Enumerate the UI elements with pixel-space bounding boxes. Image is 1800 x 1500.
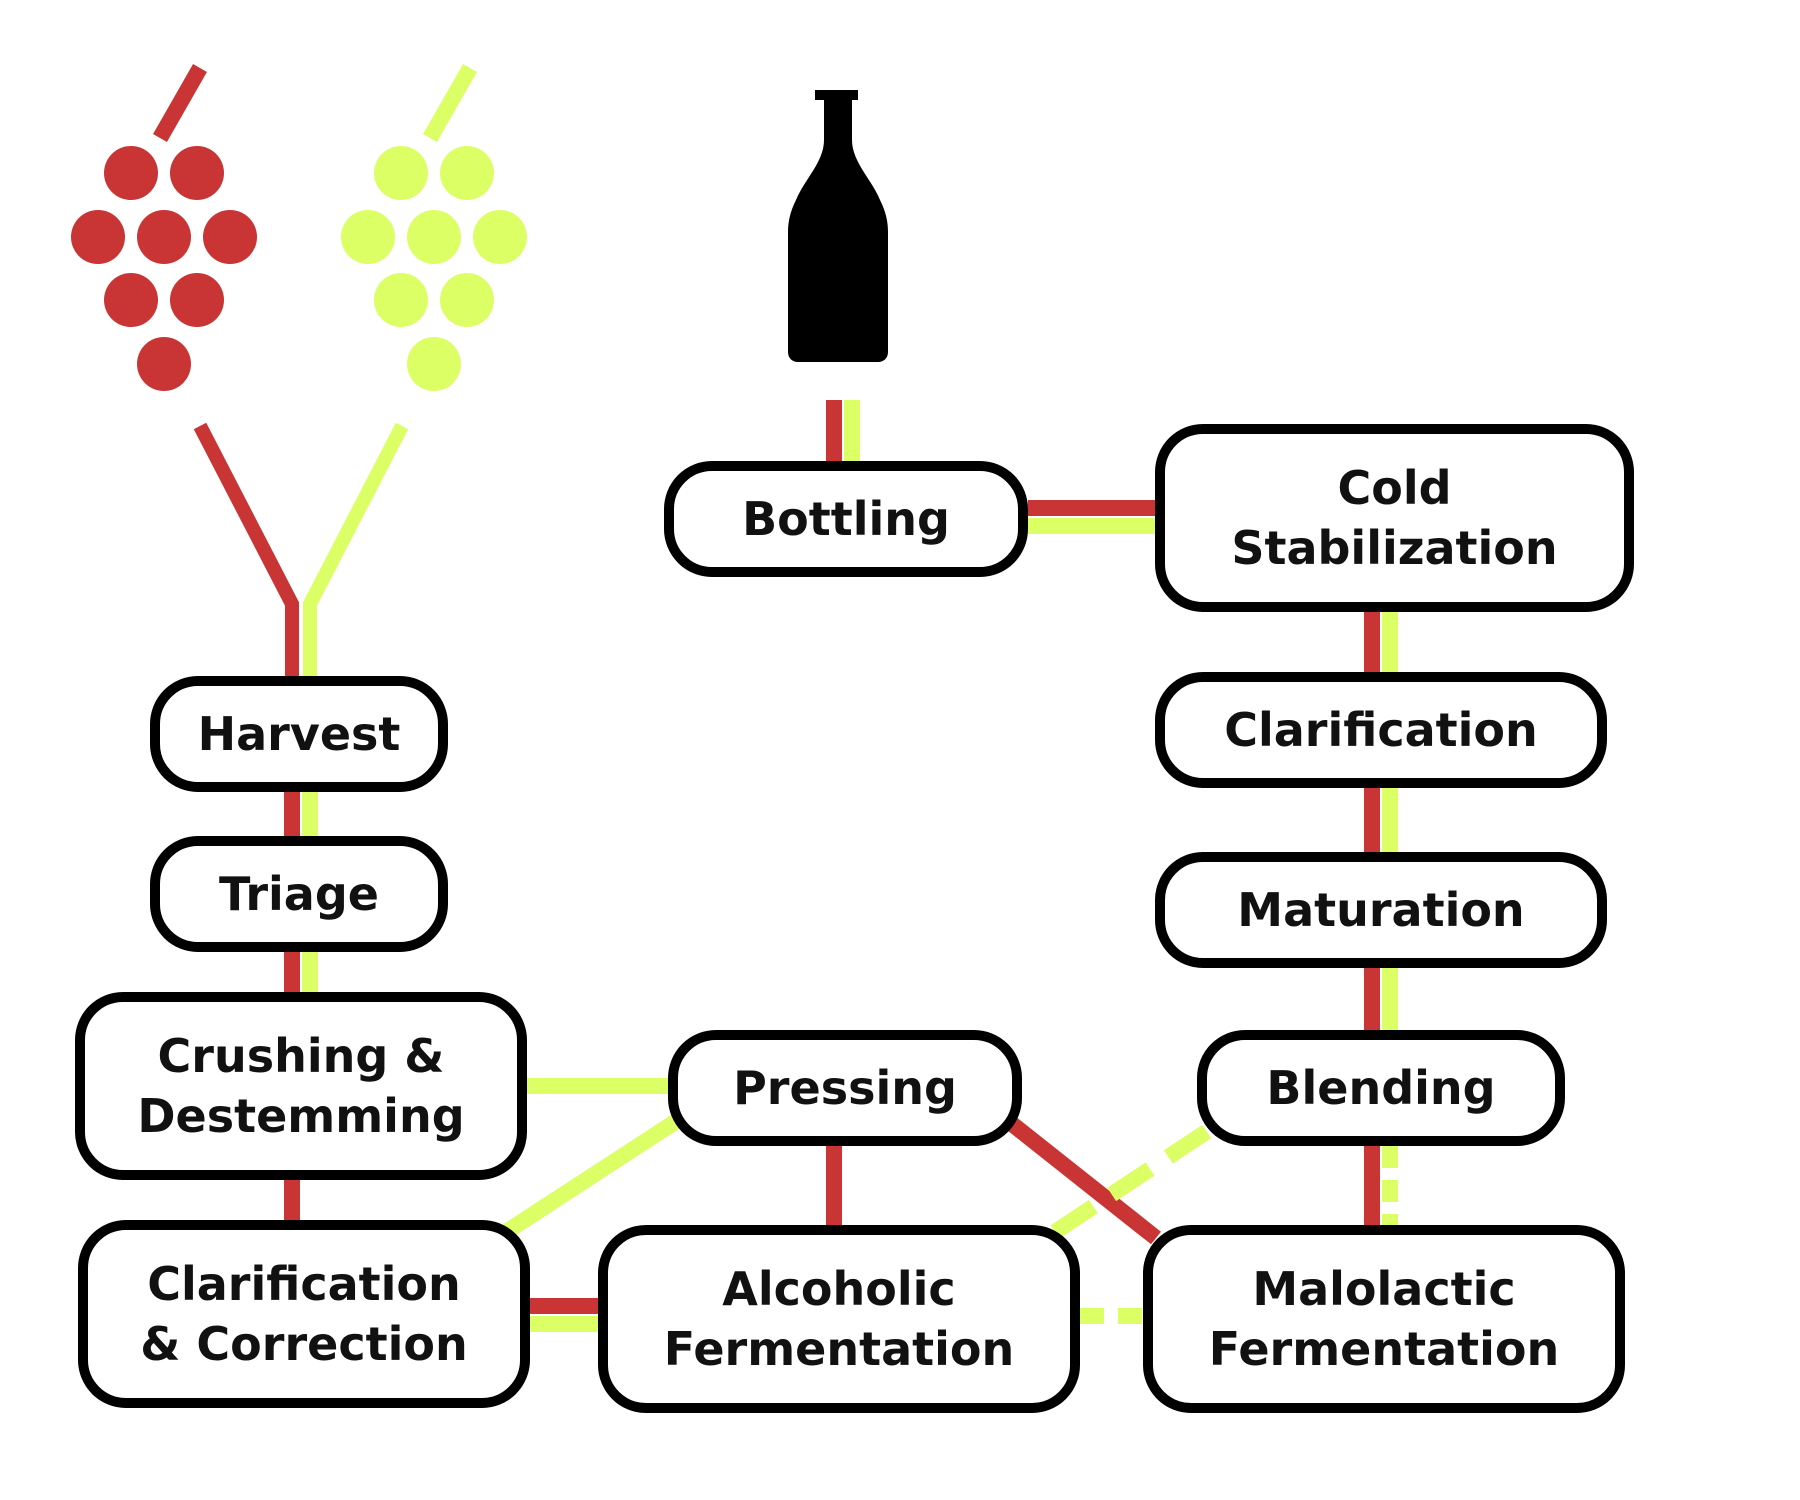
step-label: Bottling [742,492,950,546]
step-pressing: Pressing [668,1030,1022,1146]
step-label: Blending [1266,1061,1496,1115]
step-label: Crushing & Destemming [137,1029,465,1143]
step-label: Alcoholic Fermentation [663,1262,1015,1376]
step-label: Maturation [1237,883,1525,937]
step-alcoholic-fermentation: Alcoholic Fermentation [598,1225,1080,1413]
step-label: Clarification & Correction [140,1257,468,1371]
step-label: Harvest [197,707,401,761]
step-blending: Blending [1197,1030,1565,1146]
white-line-grapes [303,422,409,676]
red-line-grapes [193,422,299,676]
step-label: Triage [219,867,379,921]
step-label: Cold Stabilization [1231,461,1558,575]
step-bottling: Bottling [664,461,1028,577]
red-grapes-icon [71,64,257,391]
step-label: Clarification [1224,703,1538,757]
step-label: Pressing [733,1061,957,1115]
step-malolactic-fermentation: Malolactic Fermentation [1143,1225,1625,1413]
step-cold-stabilization: Cold Stabilization [1155,424,1634,612]
step-crushing-destemming: Crushing & Destemming [75,992,527,1180]
step-maturation: Maturation [1155,852,1607,968]
wine-bottle-icon [788,90,888,362]
step-label: Malolactic Fermentation [1208,1262,1560,1376]
step-clarification: Clarification [1155,672,1607,788]
step-clarification-correction: Clarification & Correction [78,1220,530,1408]
white-grapes-icon [341,64,527,391]
step-triage: Triage [150,836,448,952]
step-harvest: Harvest [150,676,448,792]
